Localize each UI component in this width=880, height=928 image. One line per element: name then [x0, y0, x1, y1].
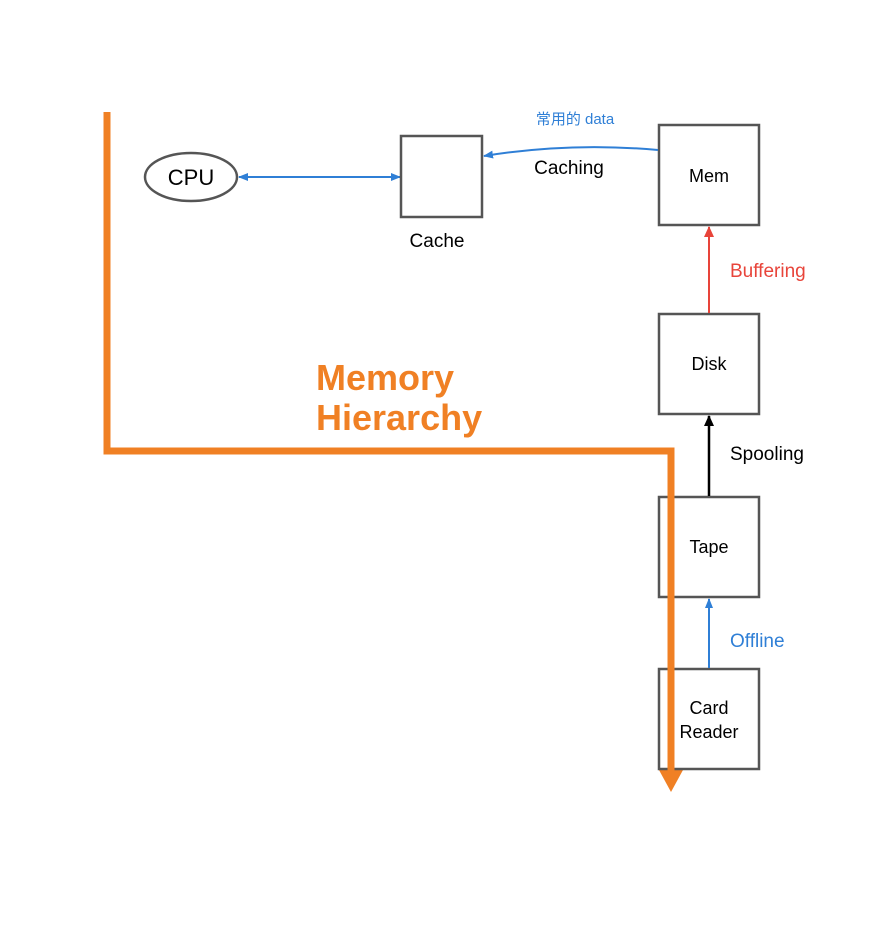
caching-label: Caching	[534, 158, 604, 179]
cache-label: Cache	[410, 231, 465, 252]
cpu-label: CPU	[168, 165, 214, 190]
cpu-node	[143, 151, 239, 203]
disk-label: Disk	[692, 354, 728, 374]
hierarchy-path	[103, 112, 675, 772]
tape-label: Tape	[689, 537, 728, 557]
spooling-label: Spooling	[730, 444, 804, 465]
caching-arrow	[483, 146, 659, 159]
disk-box	[657, 312, 761, 416]
tape-box	[657, 495, 761, 599]
hierarchy-title-line1: Memory	[316, 357, 454, 398]
buffering-label: Buffering	[730, 261, 806, 282]
card-reader-label-line2: Reader	[679, 722, 738, 742]
mem-box	[657, 123, 761, 227]
cache-box	[399, 134, 484, 219]
card-reader-box	[657, 667, 761, 771]
caching-note: 常用的 data	[536, 111, 615, 128]
offline-label: Offline	[730, 631, 785, 652]
mem-label: Mem	[689, 166, 729, 186]
card-reader-label-line1: Card	[689, 698, 728, 718]
hierarchy-arrowhead	[659, 770, 683, 792]
hierarchy-title-line2: Hierarchy	[316, 397, 482, 438]
